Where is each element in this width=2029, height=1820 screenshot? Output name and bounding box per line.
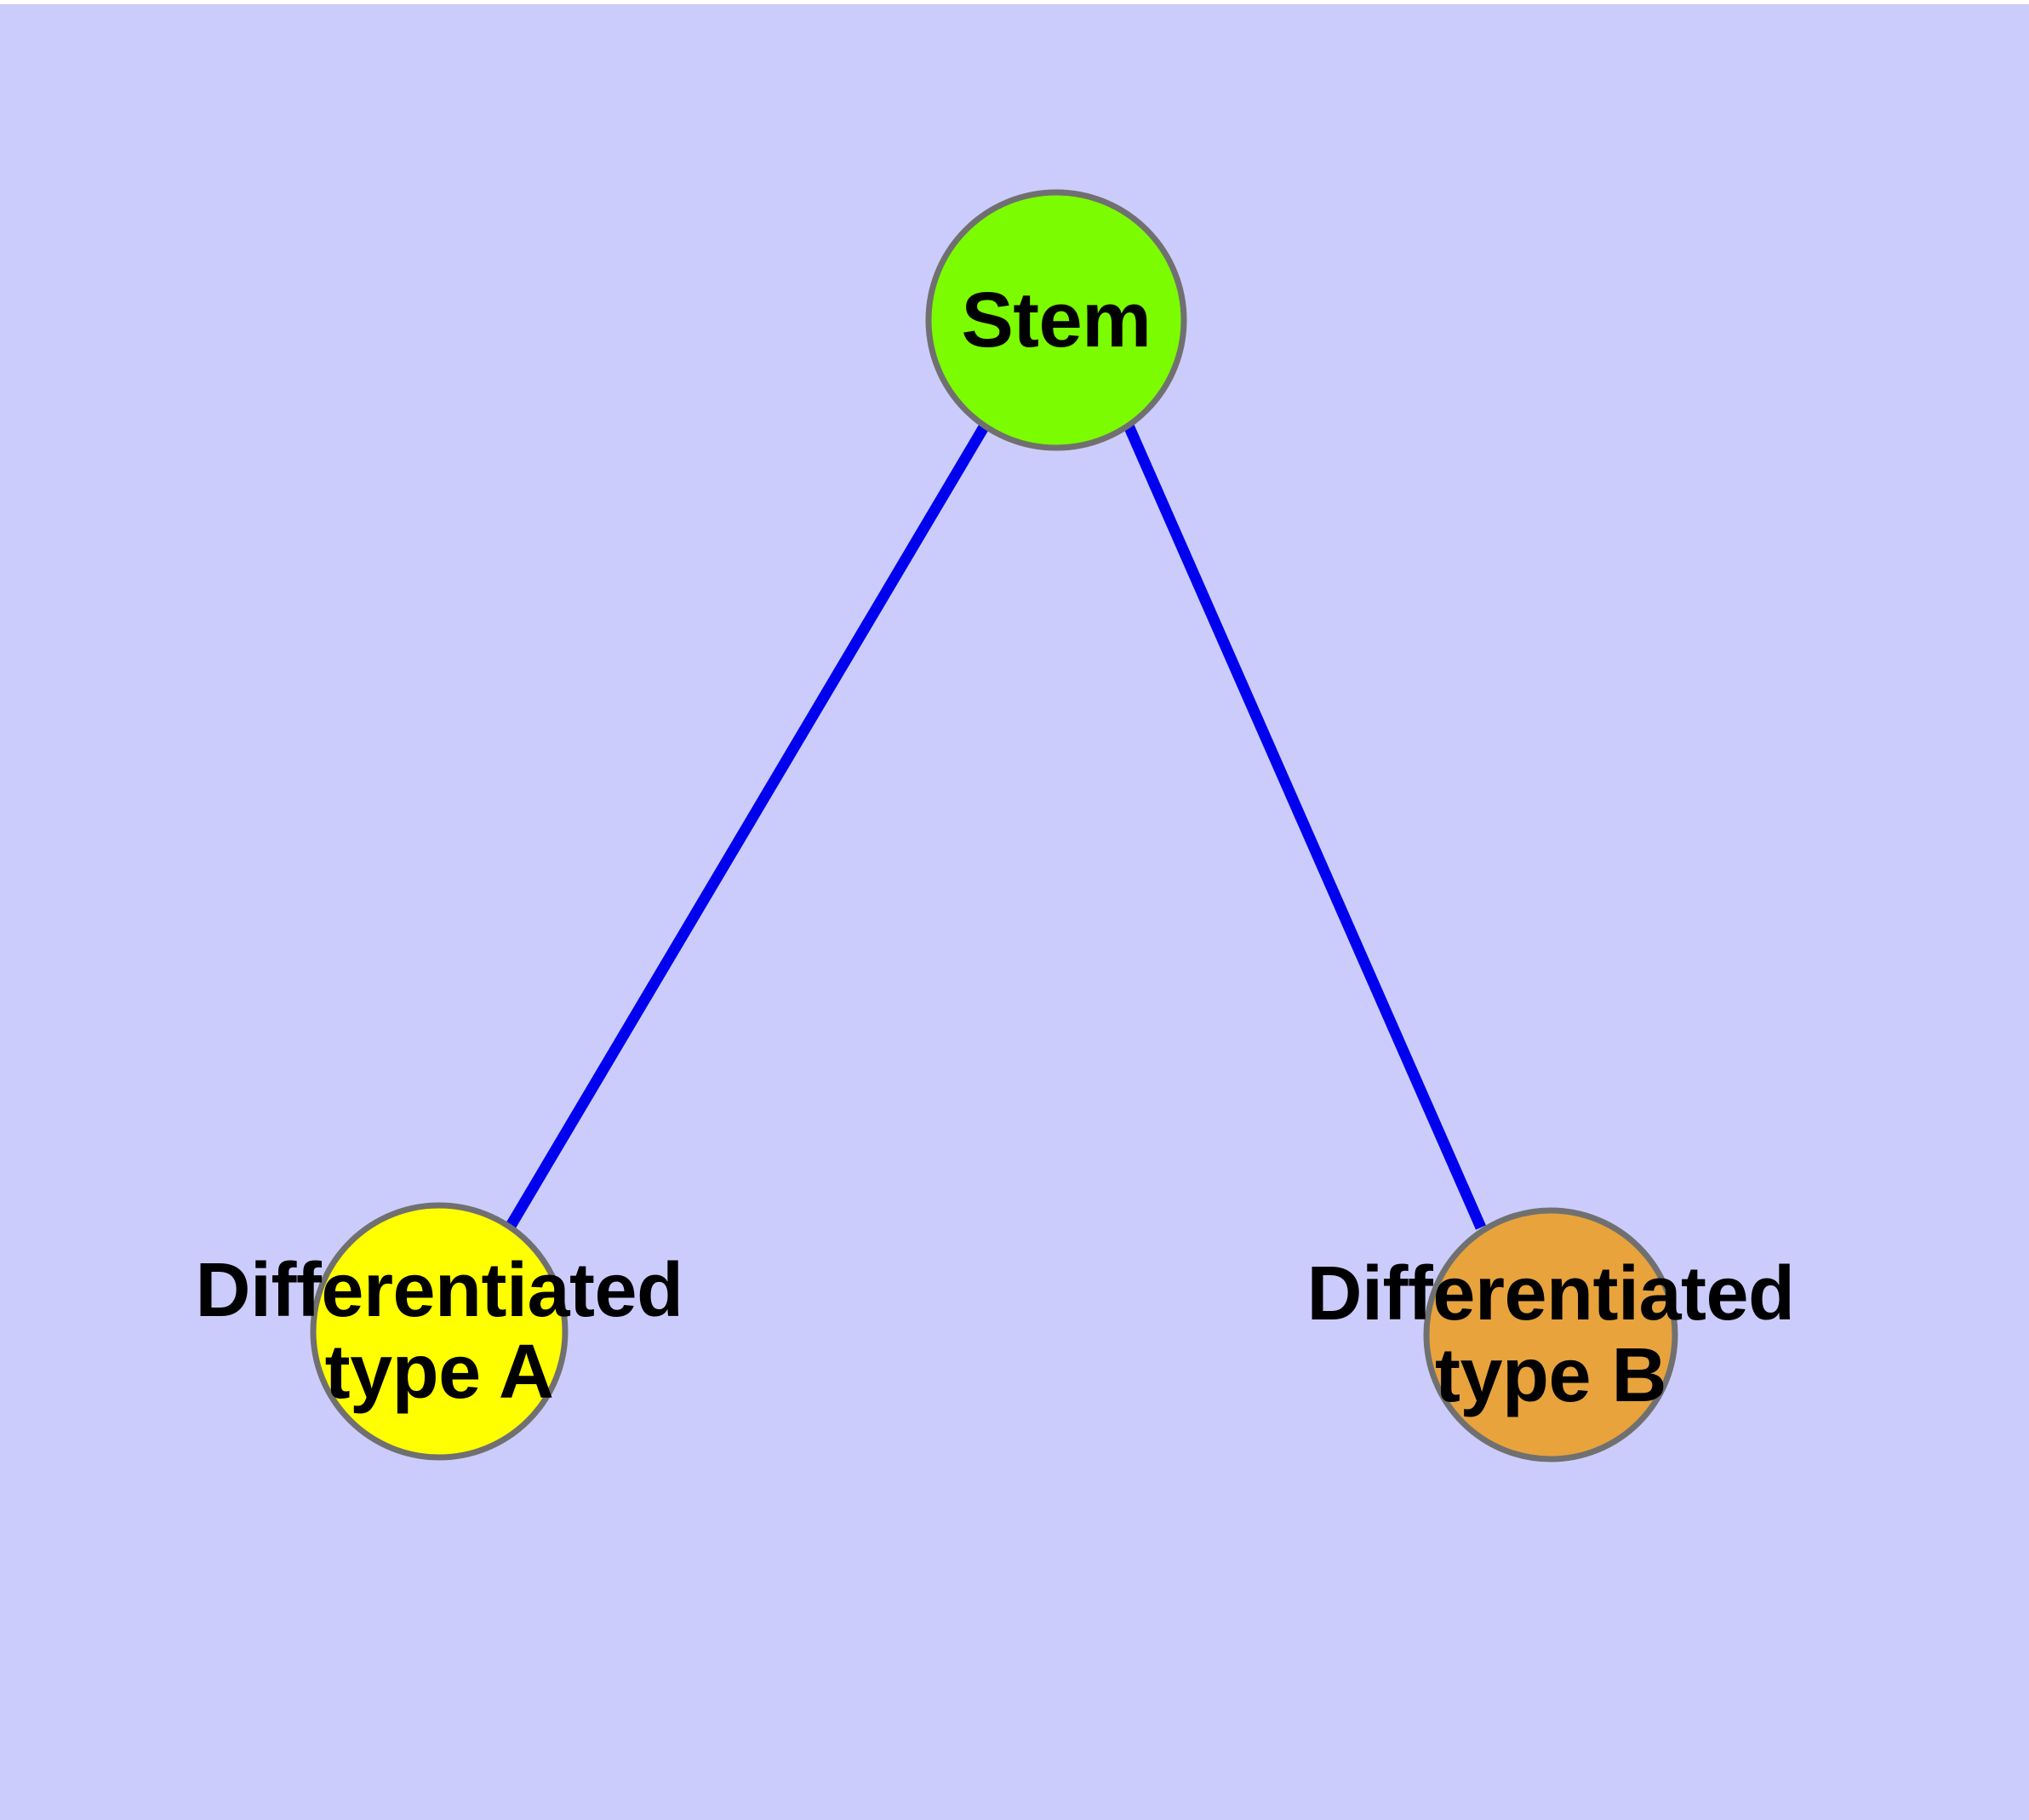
edge-stem-to-differentiated-type-a xyxy=(506,422,990,1229)
edge-layer xyxy=(506,422,1486,1230)
node-stem[interactable] xyxy=(925,189,1187,451)
node-differentiated-type-a[interactable] xyxy=(310,1202,569,1461)
edge-stem-to-differentiated-type-b xyxy=(1123,423,1486,1230)
node-differentiated-type-b[interactable] xyxy=(1423,1207,1678,1462)
node-layer xyxy=(310,189,1678,1462)
